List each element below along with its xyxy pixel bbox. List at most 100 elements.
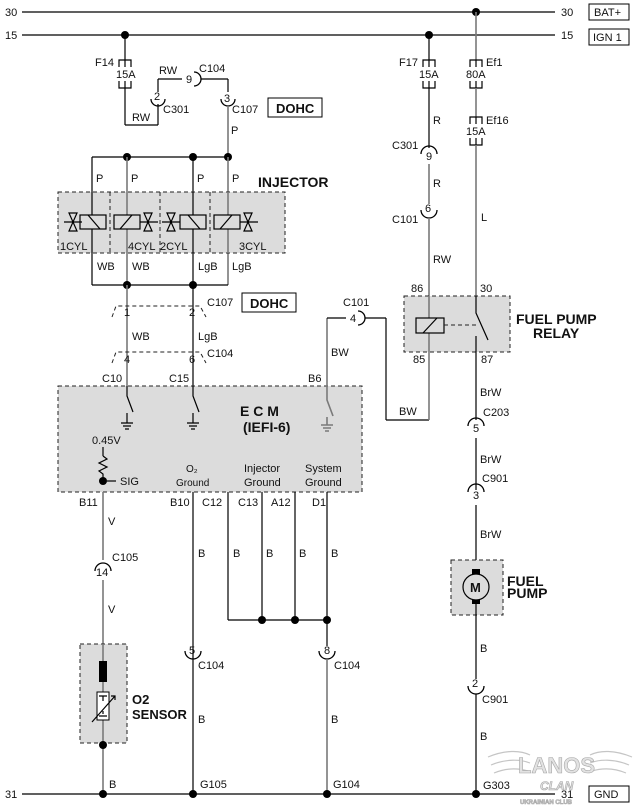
coil-slash	[87, 214, 101, 230]
wire-label-bw: BW	[399, 406, 417, 418]
ecm-subtitle: (IEFI-6)	[243, 419, 290, 435]
fuse-f14-name: F14	[95, 57, 114, 69]
ground-g303: G303	[483, 780, 510, 792]
relay-switch-icon	[475, 296, 489, 341]
junction-dot	[291, 616, 299, 624]
coil-icon	[213, 214, 241, 230]
connector-icon	[467, 685, 485, 695]
connector-pin: 9	[186, 74, 192, 86]
fuse-f14: F14 15A	[95, 57, 136, 89]
connector-icon	[111, 351, 207, 364]
wire-label-rw: RW	[159, 65, 178, 77]
wire-label-r: R	[433, 115, 441, 127]
fuse-icon-bottom	[118, 81, 132, 89]
fuse-f17-name: F17	[399, 57, 418, 69]
ecm-pin-c13: C13	[238, 497, 258, 509]
fuse-icon-bottom	[422, 81, 436, 89]
wire-label-b: B	[198, 714, 205, 726]
valve-icon	[64, 212, 82, 232]
connector-c901-3: 3 C901	[467, 473, 508, 502]
valve-icon	[140, 212, 158, 232]
connector-pin: 2	[472, 678, 478, 690]
connector-icon	[318, 650, 336, 660]
injector-coil-1	[64, 212, 107, 232]
o2-sensor: O2 SENSOR	[79, 643, 188, 749]
bus-15: 15 15 IGN 1	[5, 28, 630, 46]
junction-dot	[99, 741, 107, 749]
ecm-title: E C M	[240, 403, 279, 419]
wire-label-p: P	[232, 173, 239, 185]
wire-label-brw: BrW	[480, 529, 502, 541]
coil-slash	[187, 214, 201, 230]
connector-pin: 2	[154, 91, 160, 103]
connector-c301-9: 9 C301	[392, 140, 438, 163]
ign-label-box	[588, 28, 630, 46]
wire-label-lgb: LgB	[232, 261, 252, 273]
wire-label-lgb: LgB	[198, 331, 218, 343]
connector-c104-8: 8 C104	[318, 645, 360, 672]
wire-label-rw: RW	[433, 254, 452, 266]
connector-icon	[357, 310, 366, 326]
coil-slash	[119, 214, 133, 230]
ecm-system-ground-line1: System	[305, 463, 342, 475]
ground-icon	[121, 413, 133, 430]
connector-pin: 3	[473, 490, 479, 502]
ecm-injector-ground-line1: Injector	[244, 463, 280, 475]
ecm-housing	[57, 385, 363, 493]
connector-name: C107	[232, 104, 258, 116]
connector-name: C104	[198, 660, 224, 672]
wire-label-wb: WB	[132, 331, 150, 343]
connector-icon	[94, 562, 112, 572]
connector-pin: 6	[425, 203, 431, 215]
connector-pin: 3	[224, 93, 230, 105]
ecm-o2-ground-line2: Ground	[176, 478, 209, 489]
connector-name: C301	[163, 104, 189, 116]
fuse-icon-bottom	[469, 138, 483, 146]
o2-sensor-title-line2: SENSOR	[132, 707, 188, 722]
wire-label-b: B	[331, 714, 338, 726]
connector-name: C107	[207, 297, 233, 309]
connector-pin: 4	[350, 313, 356, 325]
ecm-block: C10 C15 B6 E C M (IEFI-6) 0.45V SIG O₂ G…	[57, 373, 363, 493]
connector-icon	[467, 483, 485, 493]
o2-sensor-title-line1: O2	[132, 692, 149, 707]
relay-pin-85: 85	[413, 354, 425, 366]
ign-label: IGN 1	[593, 32, 622, 44]
dohc-badge-mid: DOHC	[250, 296, 289, 311]
junction-dot	[472, 790, 480, 798]
o2-heater-icon	[99, 661, 107, 682]
wire-label-r: R	[433, 178, 441, 190]
wing-right-icon	[589, 750, 633, 774]
fuse-icon-bottom	[469, 81, 483, 89]
wire-label-p: P	[96, 173, 103, 185]
wire-label-lgb: LgB	[198, 261, 218, 273]
injector-cyl-label: 1CYL	[60, 241, 88, 253]
switch-c15	[192, 386, 200, 413]
wire-label-b: B	[480, 643, 487, 655]
motor-icon	[462, 573, 490, 601]
switch-b6	[326, 386, 334, 417]
ecm-pin-c12: C12	[202, 497, 222, 509]
connector-name: C101	[343, 297, 369, 309]
ground-g104: G104	[333, 779, 360, 791]
connector-pin: 4	[124, 354, 130, 366]
switch-c10	[126, 386, 134, 413]
coil-slash	[422, 317, 438, 334]
fuse-icon-top	[118, 59, 132, 67]
wire-label-b: B	[198, 548, 205, 560]
wire-label-brw: BrW	[480, 454, 502, 466]
valve-icon	[240, 212, 258, 232]
connector-name: C301	[392, 140, 418, 152]
fuse-f17: F17 15A	[399, 57, 439, 89]
watermark-sub: CLAN	[540, 779, 574, 793]
connector-c105-14: 14 C105	[94, 552, 138, 579]
wire-label-wb: WB	[97, 261, 115, 273]
connector-pin: 8	[324, 645, 330, 657]
valve-icon	[162, 212, 180, 232]
wire-label-p: P	[231, 125, 238, 137]
junction-dot	[258, 616, 266, 624]
bus-30-number-right: 30	[561, 7, 573, 19]
connector-pin: 2	[189, 307, 195, 319]
motor-brush-top	[472, 569, 480, 576]
